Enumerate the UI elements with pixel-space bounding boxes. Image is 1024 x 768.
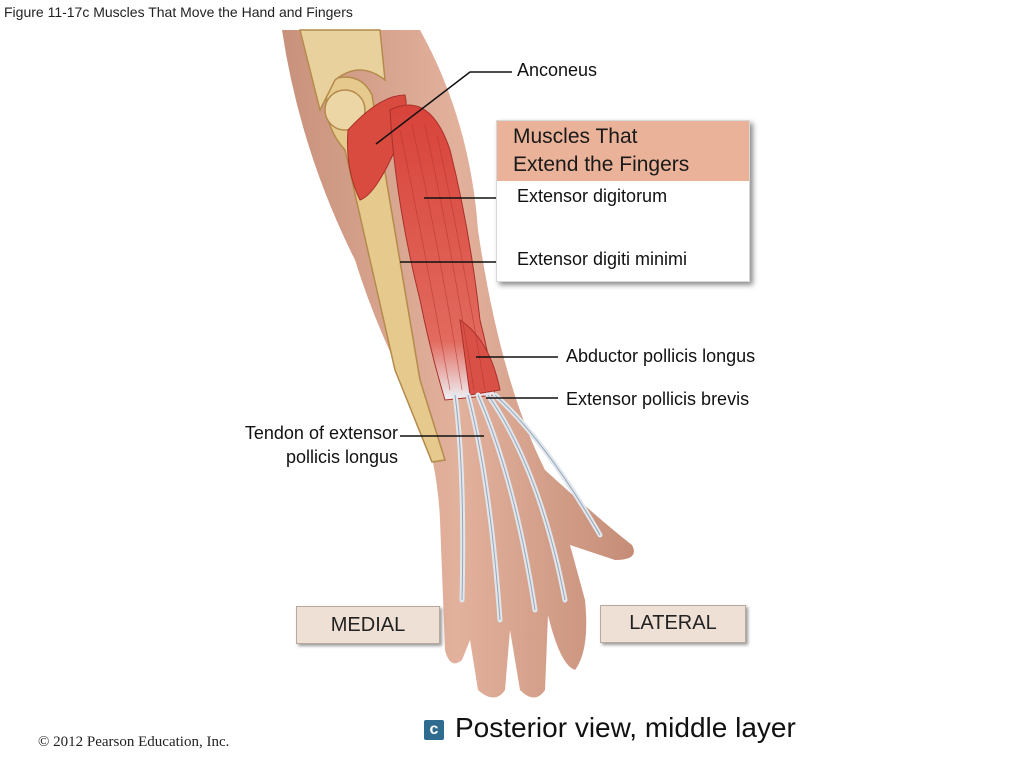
label-tendon-epl-line1: Tendon of extensor xyxy=(244,423,398,443)
label-tendon-epl: Tendon of extensor pollicis longus xyxy=(200,421,398,469)
muscles-extend-fingers-box: Muscles That Extend the Fingers xyxy=(496,120,750,282)
label-extensor-digitorum: Extensor digitorum xyxy=(517,186,668,206)
label-extensor-digiti-minimi: Extensor digiti minimi xyxy=(517,249,688,269)
label-tendon-epl-line2: pollicis longus xyxy=(285,447,398,467)
view-caption: Posterior view, middle layer xyxy=(455,712,796,743)
label-anconeus: Anconeus xyxy=(517,60,598,80)
leader-anconeus xyxy=(375,71,512,145)
figure-title: Figure 11-17c Muscles That Move the Hand… xyxy=(4,4,353,20)
box-title-line1: Muscles That xyxy=(513,125,638,148)
label-abductor-pollicis-longus: Abductor pollicis longus xyxy=(566,346,756,366)
humerus-bone xyxy=(299,29,386,113)
copyright-notice: © 2012 Pearson Education, Inc. xyxy=(38,734,230,750)
lateral-tag: LATERAL xyxy=(600,605,746,643)
view-letter-badge: c xyxy=(424,720,444,740)
box-header: Muscles That Extend the Fingers xyxy=(497,121,749,181)
box-title-line2: Extend the Fingers xyxy=(513,153,690,176)
olecranon xyxy=(324,89,366,131)
medial-tag: MEDIAL xyxy=(296,606,440,644)
label-extensor-pollicis-brevis: Extensor pollicis brevis xyxy=(566,389,750,409)
